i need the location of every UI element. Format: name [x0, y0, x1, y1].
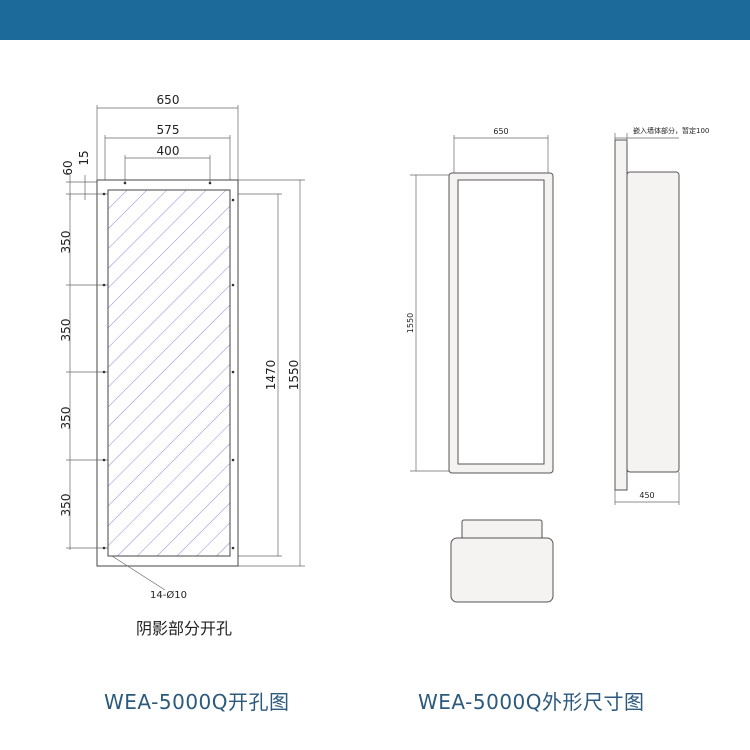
outer-frame	[96, 179, 239, 567]
holes-note: 14-Ø10	[150, 589, 187, 601]
dim-15: 15	[77, 150, 91, 165]
dim-1470: 1470	[264, 360, 278, 391]
dim-575: 575	[157, 123, 180, 137]
opening-outline	[107, 189, 231, 557]
hatched-opening	[108, 190, 230, 556]
dim-350-3: 350	[59, 407, 73, 430]
cutout-drawing: 650 575 400 60 15 350 350 350 350	[59, 93, 305, 638]
bottom-base	[450, 537, 554, 603]
top-banner	[0, 0, 750, 40]
side-body	[626, 171, 680, 473]
front-height: 1550	[406, 313, 415, 333]
side-flange	[614, 139, 628, 491]
side-width: 450	[639, 491, 654, 500]
dim-400: 400	[157, 144, 180, 158]
front-width: 650	[493, 127, 508, 136]
front-inner	[457, 179, 545, 465]
cutout-caption: WEA-5000Q开孔图	[104, 690, 290, 714]
outline-caption: WEA-5000Q外形尺寸图	[418, 690, 645, 714]
dim-350-4: 350	[59, 494, 73, 517]
shade-label: 阴影部分开孔	[136, 619, 232, 638]
dim-1550: 1550	[287, 360, 301, 391]
dim-60: 60	[61, 160, 75, 175]
dim-350-1: 350	[59, 231, 73, 254]
side-note: 嵌入墙体部分，暂定100	[633, 126, 709, 135]
dim-350-2: 350	[59, 319, 73, 342]
dim-650: 650	[157, 93, 180, 107]
outline-drawing: 650 1550 嵌入墙体部分，暂定100 450	[406, 126, 709, 603]
bottom-top-part	[461, 519, 543, 541]
